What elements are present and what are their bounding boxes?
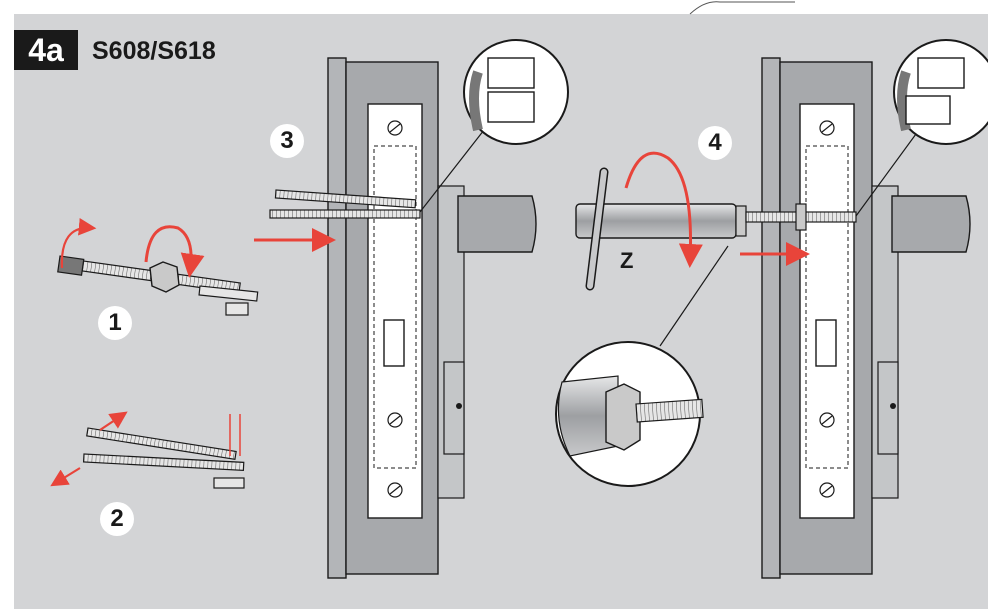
step-number-2: 2 <box>100 502 134 536</box>
step-number-3: 3 <box>270 124 304 158</box>
step2-spindle-halves <box>50 411 245 489</box>
rotate-arrow-icon <box>144 225 205 278</box>
model-title: S608/S618 <box>92 37 216 65</box>
step-number-1: 1 <box>98 306 132 340</box>
push-arrow-icon <box>50 467 81 487</box>
rotate-arrow-icon <box>624 151 703 268</box>
tool-label: Z <box>620 248 634 273</box>
detail-magnifier-icon <box>463 39 569 145</box>
top-fragment <box>689 1 795 15</box>
step4-tool <box>575 133 917 347</box>
detail-magnifier-icon <box>893 39 988 145</box>
step-badge: 4a <box>14 30 78 70</box>
step1-spindle <box>57 218 259 316</box>
detail-magnifier-icon <box>555 341 704 487</box>
door-right <box>761 57 971 579</box>
door-left <box>327 57 537 579</box>
step-number-4: 4 <box>698 126 732 160</box>
rotate-arrow-icon <box>60 218 97 269</box>
push-arrow-icon <box>99 411 128 431</box>
step3-spindle-insert <box>254 129 485 252</box>
